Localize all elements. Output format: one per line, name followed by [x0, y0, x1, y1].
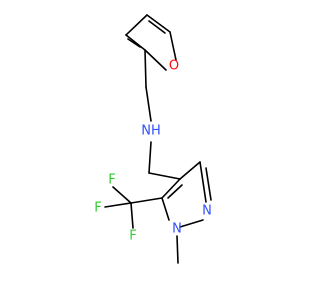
bond-c4-c5: [146, 14, 171, 33]
bond-c2-c3: [125, 34, 146, 51]
bond-c5-c4-double: [167, 184, 183, 199]
bond-cf3-f1: [112, 186, 132, 204]
fluorine-1-label: F: [108, 173, 115, 188]
fluorine-2-label: F: [94, 201, 101, 216]
bond-ch2-nh: [145, 86, 152, 122]
bond-c2-c3-double: [127, 38, 141, 48]
bond-c2-ch2: [144, 49, 147, 88]
bond-nh-ch2: [148, 141, 152, 174]
furan-oxygen-label: O: [169, 59, 179, 74]
bond-ch2-c4: [148, 172, 181, 180]
bond-c3-n2: [199, 161, 207, 203]
furan-ring: [125, 14, 177, 71]
bond-c5-o: [169, 31, 177, 61]
bond-cf3-f2: [104, 202, 132, 208]
bond-cf3-f3: [130, 202, 134, 229]
bond-o-c2: [144, 49, 167, 71]
bond-c5-cf3: [130, 197, 163, 204]
bond-c3-c4: [125, 14, 148, 36]
bond-n1-methyl: [176, 235, 179, 264]
molecule-canvas: O NH N N F F F: [94, 14, 212, 264]
bond-c3-n2-double: [205, 167, 212, 201]
pyrazole-n1-label: N: [172, 222, 182, 237]
bond-n2-n1: [179, 219, 204, 228]
bond-c5-c4: [161, 178, 181, 199]
amine-nitrogen-label: NH: [141, 124, 161, 139]
bond-c4-c5-double: [148, 20, 166, 34]
pyrazole-n2-label: N: [202, 204, 212, 219]
bond-c4-c3: [179, 161, 201, 180]
pyrazole-ring: [161, 161, 212, 228]
fluorine-3-label: F: [129, 229, 136, 244]
molecule-structure: O NH N N F F F: [94, 14, 212, 264]
bond-n1-c5: [161, 197, 170, 221]
